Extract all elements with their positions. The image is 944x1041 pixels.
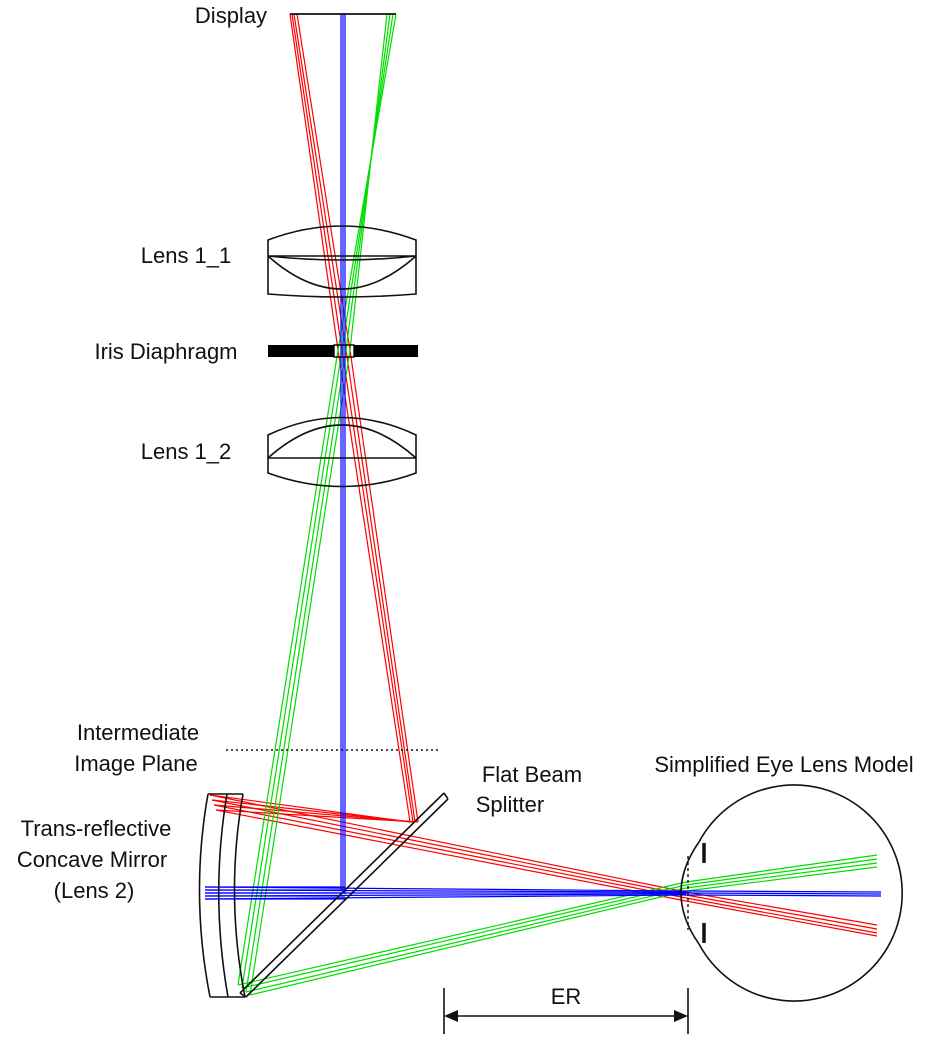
label-splitter-1: Flat Beam: [482, 762, 582, 787]
label-eye-model: Simplified Eye Lens Model: [654, 752, 913, 777]
lens-1-2: [267, 416, 417, 488]
ray-bundle-red: [209, 13, 878, 937]
label-splitter-2: Splitter: [476, 792, 544, 817]
beam-splitter: [239, 792, 449, 998]
label-er: ER: [551, 984, 582, 1009]
label-intermediate-2: Image Plane: [74, 751, 198, 776]
simplified-eye-model: [680, 784, 903, 1002]
label-mirror-2: Concave Mirror: [17, 847, 167, 872]
er-dimension: [443, 988, 689, 1034]
label-lens-1-1: Lens 1_1: [141, 243, 232, 268]
label-lens-1-2: Lens 1_2: [141, 439, 232, 464]
ray-bundle-blue: [204, 14, 882, 900]
label-intermediate-1: Intermediate: [77, 720, 199, 745]
label-mirror-1: Trans-reflective: [21, 816, 172, 841]
iris-diaphragm: [268, 344, 418, 358]
ray-bundle-green: [237, 13, 878, 996]
label-display: Display: [195, 3, 267, 28]
label-mirror-3: (Lens 2): [54, 878, 135, 903]
label-iris-diaphragm: Iris Diaphragm: [94, 339, 237, 364]
lens-1-1: [267, 225, 417, 298]
concave-mirror: [198, 793, 246, 998]
